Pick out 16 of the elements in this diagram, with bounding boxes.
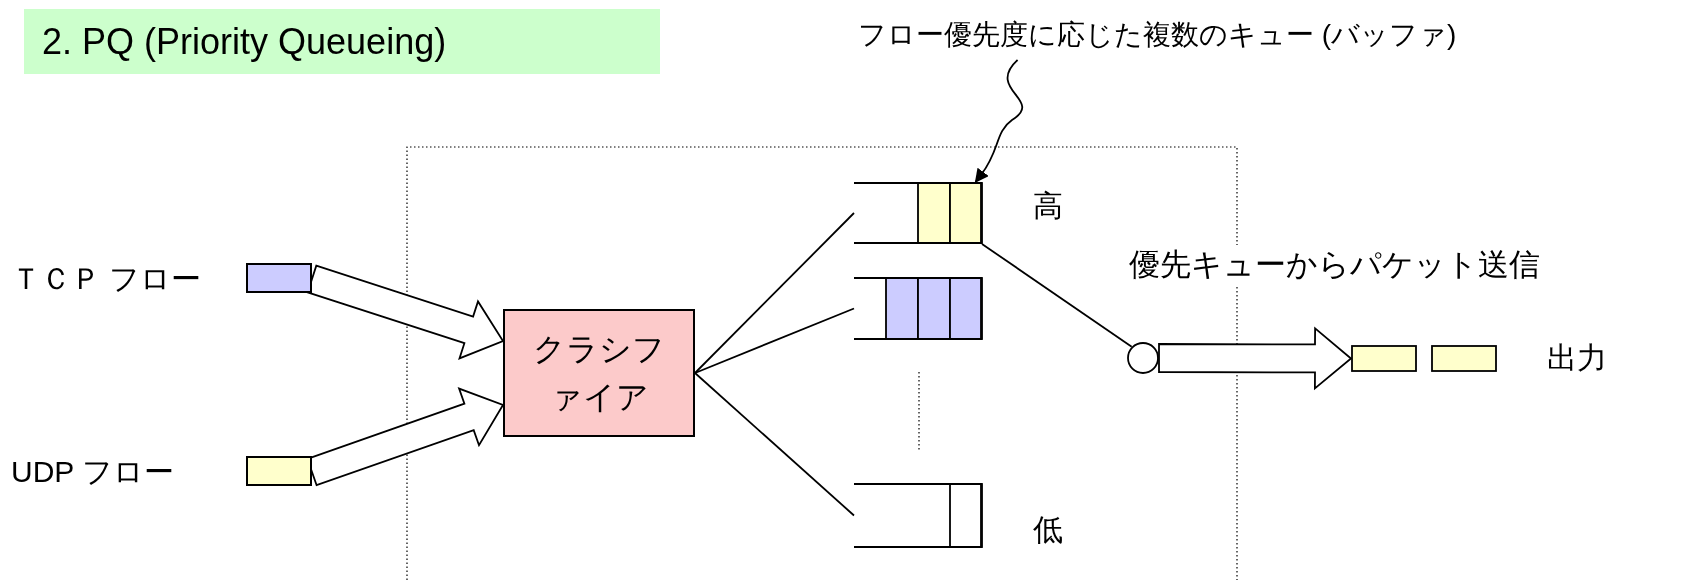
leader-line <box>974 59 1024 184</box>
level-label: 出力 <box>1547 341 1607 374</box>
title-banner: 2. PQ (Priority Queueing) <box>24 9 660 74</box>
note-text: 優先キューからパケット送信 <box>1129 248 1540 283</box>
classifier-box: クラシファイア <box>503 309 695 437</box>
block-arrow <box>1158 326 1353 391</box>
connector-line <box>694 212 855 374</box>
flow-label: ＴＣＰ フロー <box>11 263 202 295</box>
connector-line <box>694 372 855 517</box>
flow-label: UDP フロー <box>11 456 175 488</box>
annotation-text: フロー優先度に応じた複数のキュー (バッファ) <box>858 20 1457 51</box>
connector-line <box>694 307 855 374</box>
level-label: 高 <box>1033 189 1063 222</box>
level-label: 低 <box>1033 513 1063 546</box>
block-arrow <box>306 264 505 360</box>
connector-line <box>981 243 1133 348</box>
